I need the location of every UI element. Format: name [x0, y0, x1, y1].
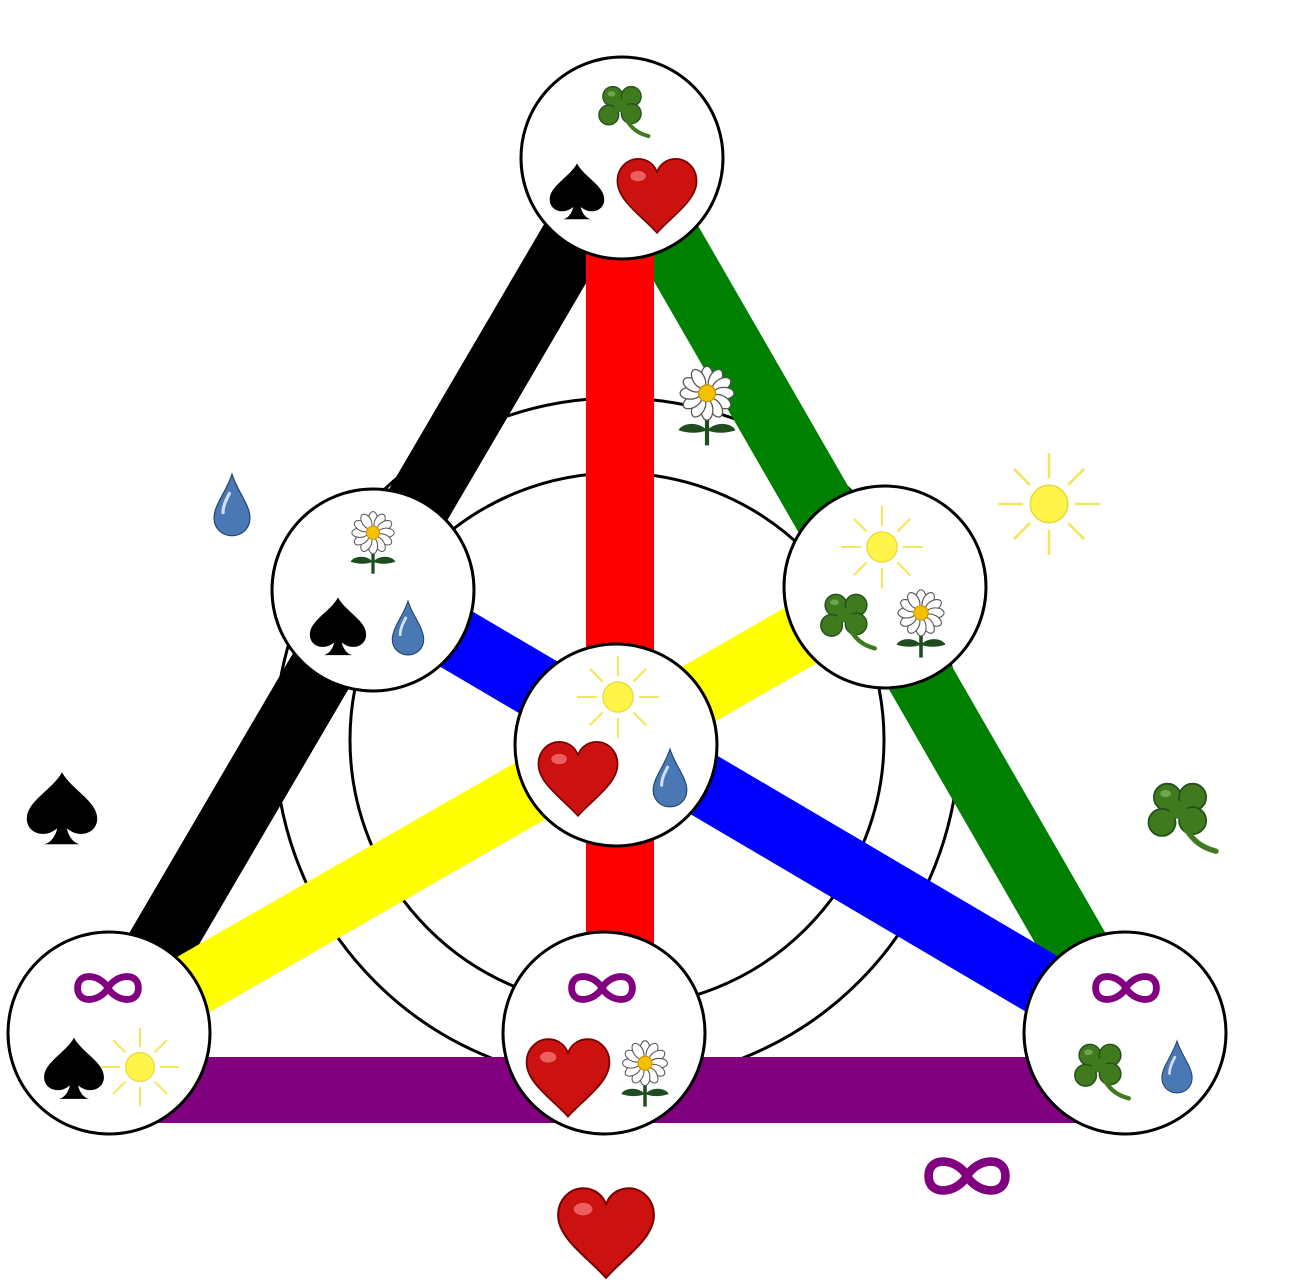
- node-bottom-left-circle: [6, 930, 212, 1136]
- node-top-circle: [519, 55, 725, 261]
- node-bottom-middle: [501, 930, 707, 1136]
- heart-icon: [557, 1187, 655, 1279]
- flower-icon: [678, 366, 735, 445]
- node-bottom-right-circle: [1022, 930, 1228, 1136]
- line-blue-water: [356, 562, 1142, 1061]
- sun-icon: [100, 1027, 180, 1107]
- node-upper-right-circle: [782, 484, 988, 690]
- infinity-icon: [929, 1162, 1006, 1191]
- node-bottom-middle-circle: [501, 930, 707, 1136]
- sun-icon: [840, 505, 924, 589]
- node-upper-left: [270, 487, 476, 693]
- node-bottom-right: [1022, 930, 1228, 1136]
- node-bottom-left: [6, 930, 212, 1136]
- node-upper-right: [782, 484, 988, 690]
- clover-icon: [1149, 784, 1217, 852]
- node-top: [519, 55, 725, 261]
- node-center-circle: [513, 642, 719, 848]
- line-yellow-sun: [93, 559, 901, 1061]
- sun-icon: [997, 452, 1101, 556]
- spade-icon: [26, 772, 98, 845]
- sun-icon: [576, 655, 660, 739]
- water-icon: [214, 474, 250, 535]
- node-center: [513, 642, 719, 848]
